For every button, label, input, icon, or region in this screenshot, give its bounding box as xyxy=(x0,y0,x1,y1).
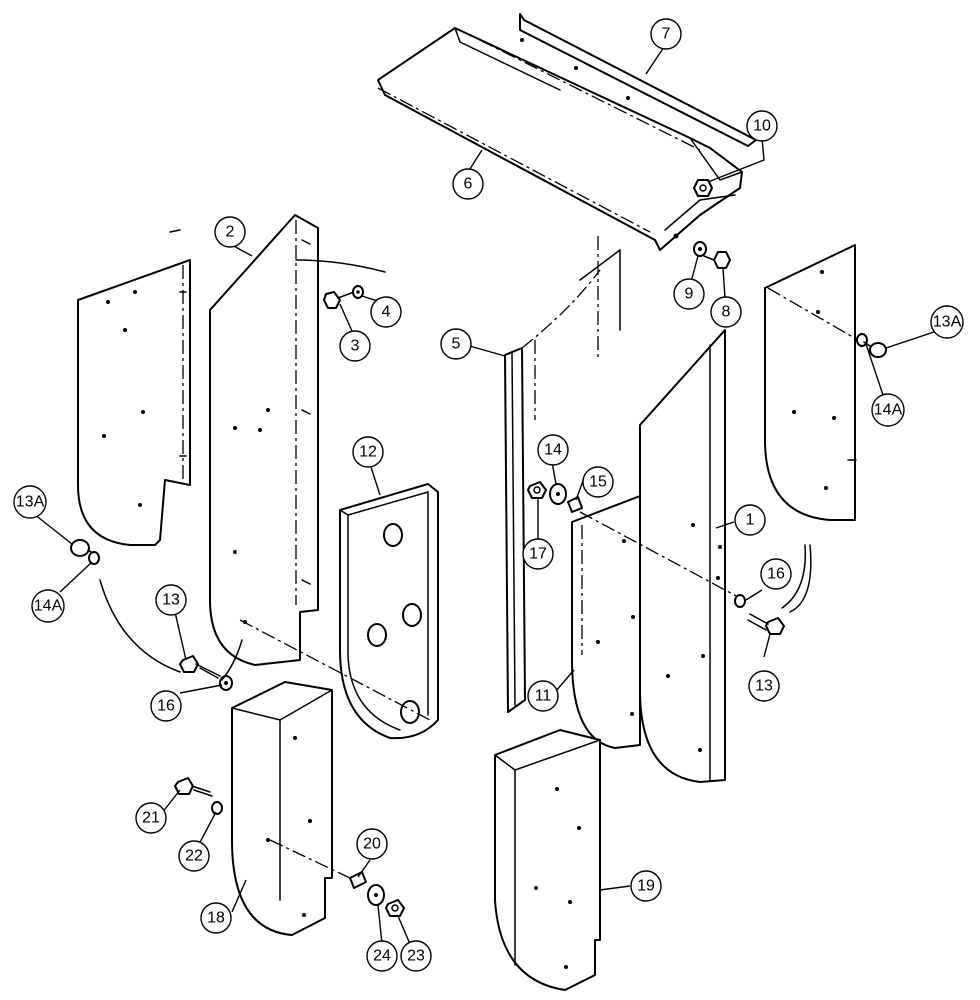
callout-5: 5 xyxy=(440,328,472,360)
callout-6: 6 xyxy=(452,168,484,200)
callout-4-label: 4 xyxy=(382,304,391,321)
callout-12: 12 xyxy=(352,436,384,468)
part-9-washer xyxy=(693,241,707,257)
callout-21-label: 21 xyxy=(142,810,160,827)
callout-13a-left: 13A xyxy=(13,485,47,519)
callout-11-label: 11 xyxy=(535,688,552,705)
callout-5-label: 5 xyxy=(452,336,461,353)
callout-16-left-label: 16 xyxy=(157,698,175,715)
callout-12-label: 12 xyxy=(359,444,377,461)
part-8-bolt xyxy=(703,251,731,269)
callout-8-label: 8 xyxy=(722,304,731,321)
part-12-pad xyxy=(339,483,439,740)
callout-6-label: 6 xyxy=(464,176,473,193)
callout-10-label: 10 xyxy=(753,118,771,135)
part-21-bolt xyxy=(174,777,213,797)
part-4-washer xyxy=(352,285,364,299)
left-bolt-centerline xyxy=(239,619,431,721)
callout-15: 15 xyxy=(582,466,614,498)
part-15-pin xyxy=(567,496,583,513)
callout-11: 11 xyxy=(527,680,559,712)
callout-18-label: 18 xyxy=(207,910,225,927)
callout-8: 8 xyxy=(710,296,742,328)
callout-14a-right: 14A xyxy=(871,393,905,427)
callout-20: 20 xyxy=(356,828,388,860)
part-10-nut xyxy=(693,179,713,197)
callout-4: 4 xyxy=(370,296,402,328)
part-13-bolt-right xyxy=(747,613,785,635)
callout-21: 21 xyxy=(135,802,167,834)
right-outer-panel xyxy=(764,244,859,521)
callout-1: 1 xyxy=(734,504,766,536)
callout-16-right: 16 xyxy=(760,558,792,590)
part-17-nut xyxy=(527,481,547,499)
callout-22-label: 22 xyxy=(185,848,203,865)
callout-14-label: 14 xyxy=(544,442,562,459)
callout-14a-left: 14A xyxy=(31,589,65,623)
callout-10: 10 xyxy=(746,110,778,142)
part-2-left-shield xyxy=(209,214,386,666)
callout-14a-left-label: 14A xyxy=(34,598,63,615)
callout-18: 18 xyxy=(200,902,232,934)
left-assembly-arc xyxy=(99,579,181,673)
part-14a-washer-left xyxy=(88,551,100,565)
part-5-strip xyxy=(504,347,526,713)
callout-24-label: 24 xyxy=(373,948,391,965)
part-16-washer-right xyxy=(734,594,746,608)
callout-16-left: 16 xyxy=(150,690,182,722)
callout-19-label: 19 xyxy=(637,878,655,895)
callout-19: 19 xyxy=(630,870,662,902)
part-18-block xyxy=(231,681,351,936)
callout-1-label: 1 xyxy=(746,512,755,529)
part-14-washer xyxy=(549,483,567,505)
rear-panel-hidden xyxy=(521,236,621,420)
callout-13a-right-label: 13A xyxy=(933,314,962,331)
callout-9-label: 9 xyxy=(685,286,694,303)
part-16-washer-left xyxy=(219,675,233,691)
callout-24: 24 xyxy=(366,940,398,972)
callout-14a-right-label: 14A xyxy=(874,402,903,419)
part-11-shield xyxy=(571,495,641,749)
callout-2: 2 xyxy=(214,216,246,248)
callout-17-label: 17 xyxy=(529,546,547,563)
callout-15-label: 15 xyxy=(589,474,607,491)
callout-7-label: 7 xyxy=(662,26,671,43)
callout-23: 23 xyxy=(400,940,432,972)
part-3-bolt xyxy=(323,291,355,309)
callout-17: 17 xyxy=(522,538,554,570)
callout-13a-right: 13A xyxy=(930,305,964,339)
right-assembly-arc xyxy=(789,544,812,613)
callout-13-right: 13 xyxy=(748,670,780,702)
callout-23-label: 23 xyxy=(407,948,425,965)
part-19-block xyxy=(494,729,601,991)
part-7-angle-strip xyxy=(519,13,757,147)
leader-lines xyxy=(33,43,941,945)
part-23-nut xyxy=(385,899,405,917)
callout-3-label: 3 xyxy=(351,338,360,355)
callout-14: 14 xyxy=(537,434,569,466)
callout-13-left: 13 xyxy=(155,584,187,616)
part-22-washer xyxy=(211,801,223,815)
callout-13-right-label: 13 xyxy=(755,678,773,695)
part-20-pin xyxy=(349,871,367,889)
callout-22: 22 xyxy=(178,840,210,872)
callout-3: 3 xyxy=(339,330,371,362)
callout-20-label: 20 xyxy=(363,836,381,853)
callout-7: 7 xyxy=(650,18,682,50)
left-outer-panel xyxy=(77,229,191,546)
part-13-bolt-left xyxy=(179,655,221,679)
callout-16-right-label: 16 xyxy=(767,566,785,583)
callout-2-label: 2 xyxy=(226,224,235,241)
part-24-washer xyxy=(367,884,385,906)
part-13a-screw-right xyxy=(863,341,887,358)
callout-13-left-label: 13 xyxy=(162,592,180,609)
callout-9: 9 xyxy=(673,278,705,310)
part-1-shield xyxy=(579,329,741,783)
callout-13a-left-label: 13A xyxy=(16,494,45,511)
part-6-top-cover xyxy=(377,27,743,251)
